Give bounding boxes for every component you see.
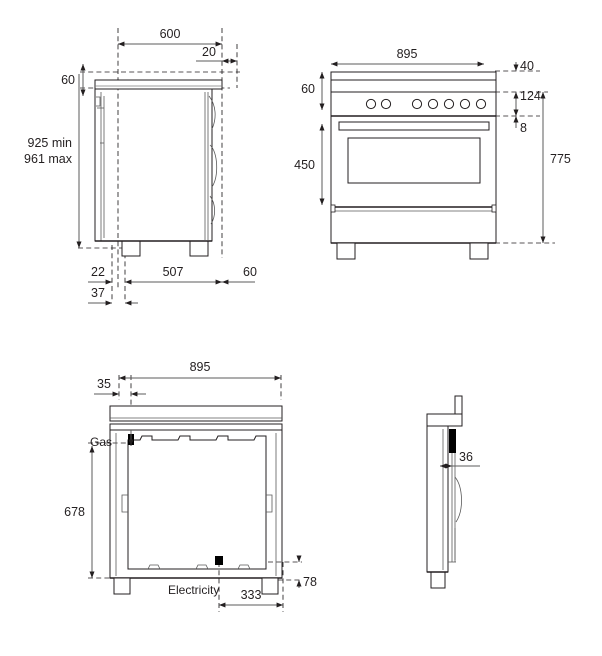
dim-rear-78-label: 78 (303, 575, 317, 589)
front-view-feet (336, 242, 489, 260)
dim-overall-height: 925 min 961 max (24, 74, 82, 249)
dim-rear-678: 678 (64, 445, 95, 579)
front-view-knobs-right (411, 98, 487, 110)
dim-front-height-775-label: 775 (550, 152, 571, 166)
dim-overhang-20-label: 20 (202, 45, 216, 59)
dim-top-60-label: 60 (61, 73, 75, 87)
rear-view-body (109, 405, 283, 579)
side-view-cooktop (94, 79, 223, 90)
dim-rear-78: 78 (296, 555, 317, 589)
side-view-feet (95, 240, 212, 257)
dim-rear-333: 333 (218, 588, 284, 608)
side-view-base-dimensions: 507 22 60 37 (88, 265, 257, 306)
dim-front-40-label: 40 (520, 59, 534, 73)
dim-section-36-label: 36 (459, 450, 473, 464)
side-elevation-view: 600 20 60 925 min 961 max (24, 27, 257, 306)
rear-view-feet (113, 577, 279, 595)
side-section-view: 36 (426, 395, 480, 589)
dim-rear-333-label: 333 (241, 588, 262, 602)
dim-depth-600-label: 600 (160, 27, 181, 41)
dim-base-507-label: 507 (163, 265, 184, 279)
dim-height-min-label: 925 min (28, 136, 73, 150)
front-view-body (330, 71, 497, 244)
dim-rear-35-label: 35 (97, 377, 111, 391)
dim-top-60: 60 (61, 63, 86, 97)
dim-rear-width-895-label: 895 (190, 360, 211, 374)
dim-rear-35: 35 (94, 377, 146, 397)
dim-rear-width-895: 895 (118, 360, 282, 381)
dim-front-124-label: 124 (520, 89, 541, 103)
gas-callout-label: Gas (90, 435, 112, 449)
dim-front-oven-450-label: 450 (294, 158, 315, 172)
front-view-knobs-left (365, 98, 392, 110)
gas-connection-marker (128, 430, 134, 447)
side-view-body (94, 89, 218, 242)
dim-front-8-label: 8 (520, 121, 527, 135)
dim-front-height-775: 775 (540, 91, 571, 244)
dim-section-36: 36 (439, 450, 480, 469)
dim-rear-678-label: 678 (64, 505, 85, 519)
dim-front-width-895: 895 (330, 47, 485, 67)
dim-base-22-label: 22 (91, 265, 105, 279)
dim-front-oven-450: 450 (294, 123, 325, 206)
front-elevation-view: 895 60 450 40 124 8 (294, 47, 571, 260)
dim-depth-600: 600 (117, 27, 223, 47)
dim-front-width-895-label: 895 (397, 47, 418, 61)
side-view-projection-lines (78, 28, 240, 300)
dim-front-60: 60 (301, 71, 325, 111)
rear-elevation-view: 895 35 678 333 78 (64, 360, 317, 612)
dim-front-60-label: 60 (301, 82, 315, 96)
dim-front-right-chain: 40 124 8 (513, 59, 541, 135)
dim-overhang-20: 20 (196, 45, 238, 64)
dim-base-37-label: 37 (91, 286, 105, 300)
dim-base-60-label: 60 (243, 265, 257, 279)
electricity-connection-marker (215, 556, 223, 565)
electricity-callout-label: Electricity (168, 583, 219, 597)
dim-height-max-label: 961 max (24, 152, 73, 166)
